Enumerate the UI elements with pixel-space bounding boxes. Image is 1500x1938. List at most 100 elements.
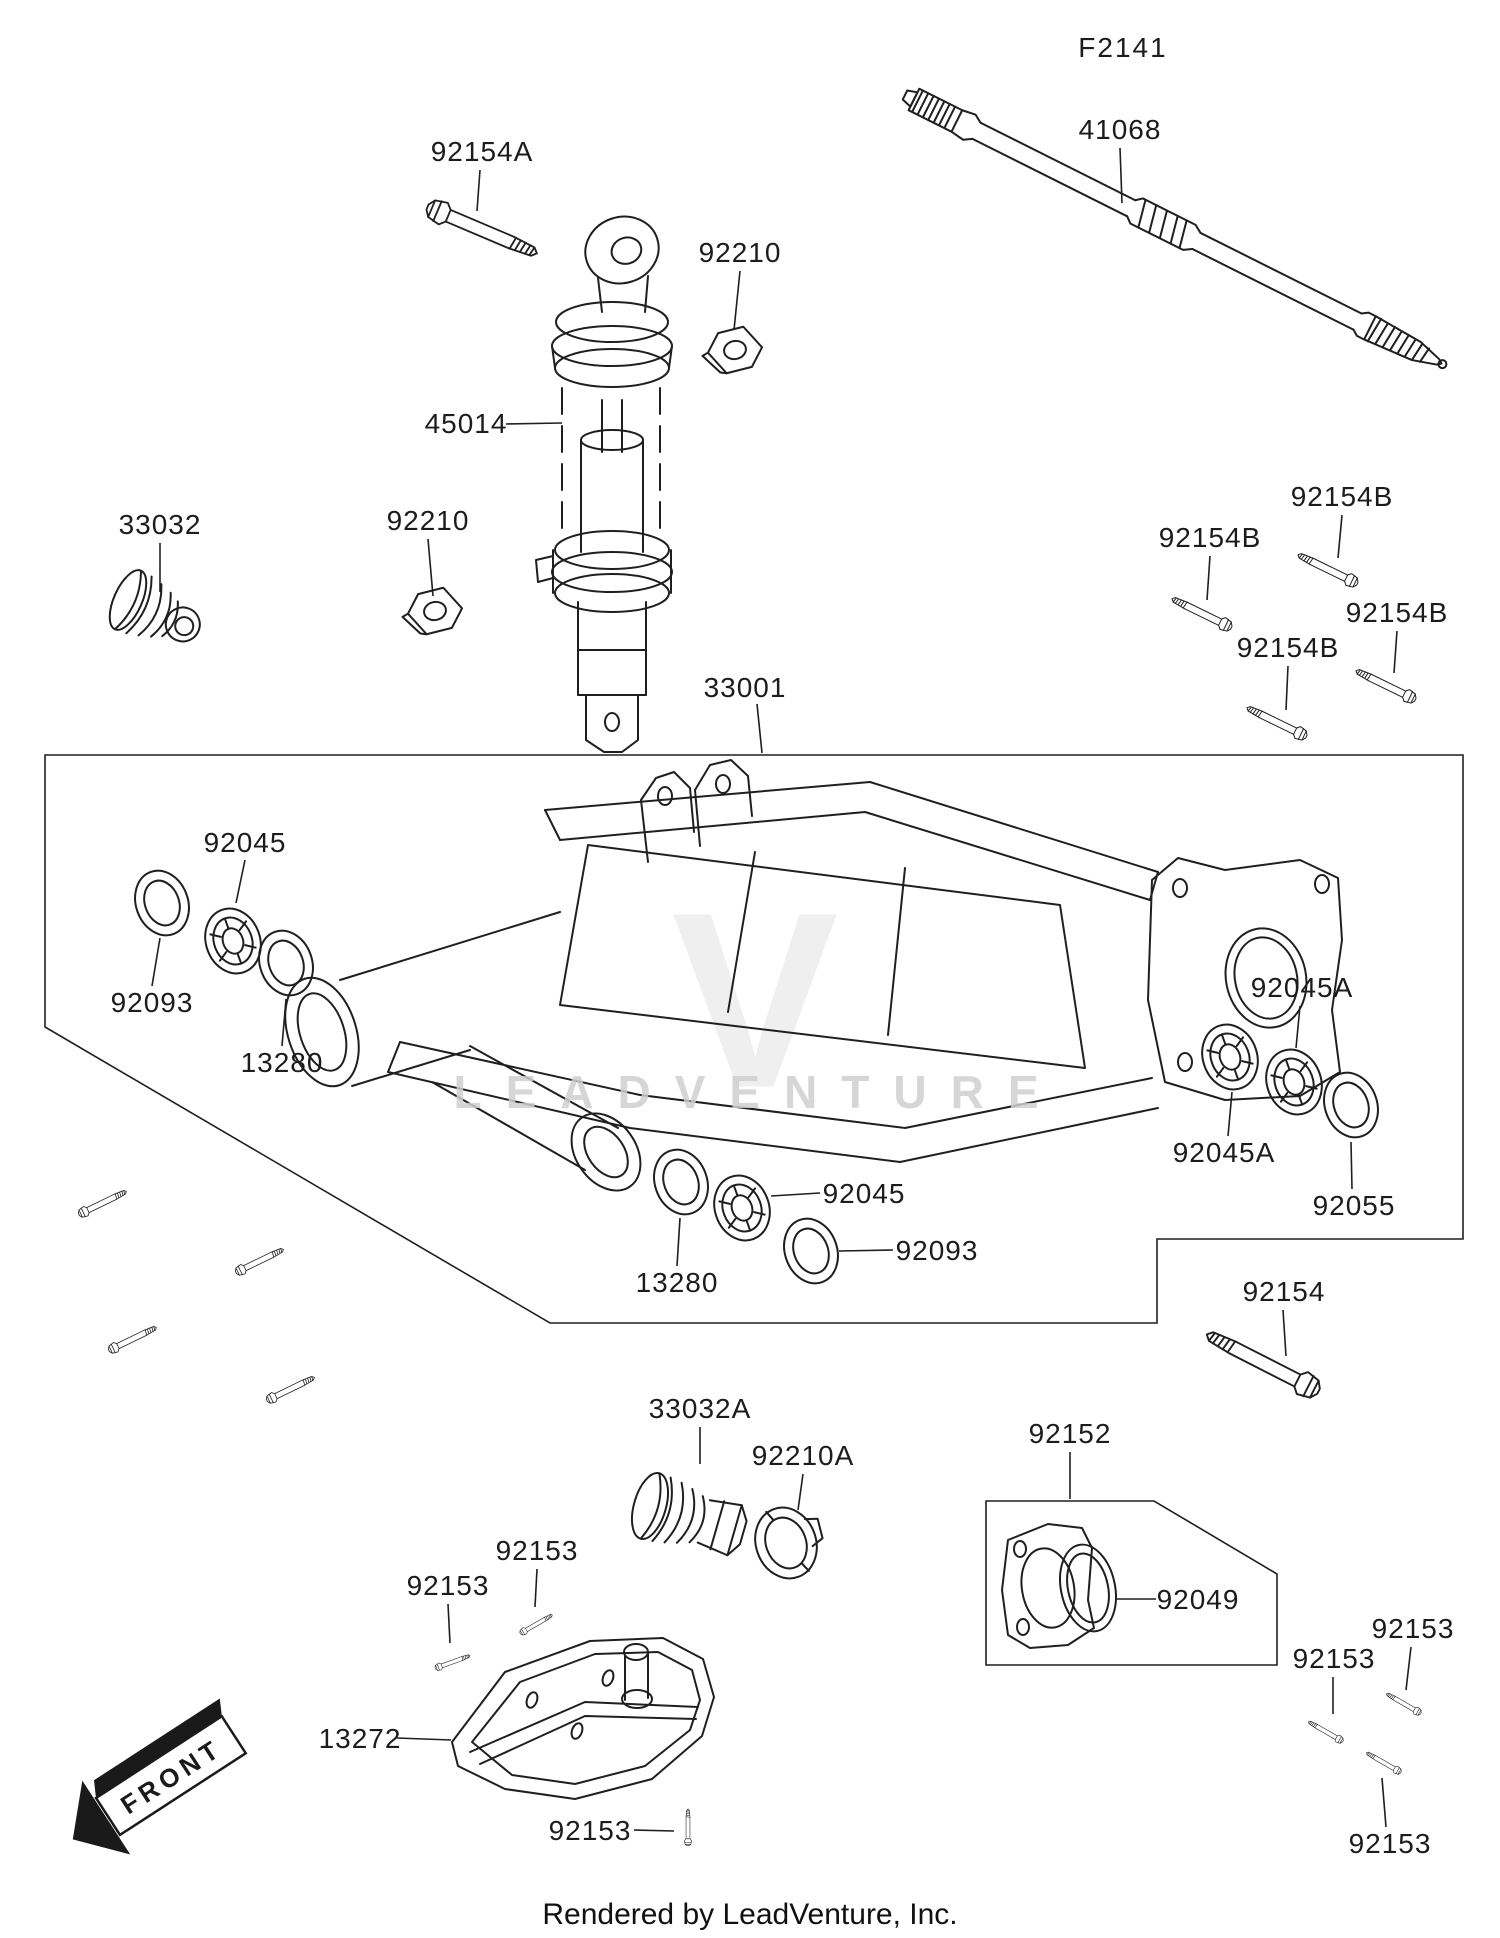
ring-13280-upper-drawing: [249, 922, 323, 1004]
part-label-13272-25: 13272: [318, 1723, 402, 1754]
screw-5-drawing: [1384, 1689, 1424, 1718]
part-label-33032a-21: 33032A: [648, 1393, 752, 1424]
skid-plate-drawing: [451, 1637, 715, 1800]
part-label-92045-11: 92045: [203, 827, 287, 858]
screw-1-drawing: [518, 1611, 555, 1637]
leader-line-13280-19: [676, 1217, 681, 1267]
leader-line-92210a-22: [797, 1473, 804, 1511]
leader-line-92154a-1: [476, 169, 481, 212]
part-label-92049-28: 92049: [1156, 1584, 1240, 1615]
part-label-92154a-1: 92154A: [430, 136, 534, 167]
bolt-b3-drawing: [1352, 664, 1419, 706]
footer-credit: Rendered by LeadVenture, Inc.: [542, 1898, 958, 1931]
leader-line-92045-17: [770, 1192, 821, 1197]
part-label-92154b-8: 92154B: [1345, 597, 1449, 628]
bolt-b5-drawing: [76, 1186, 130, 1220]
leader-line-92093-12: [151, 937, 161, 987]
axle-holder-drawing: [1001, 1523, 1117, 1649]
leader-line-92210-2: [733, 270, 741, 331]
part-label-45014-3: 45014: [424, 408, 508, 439]
bearing-92045-upper-drawing: [195, 899, 271, 983]
part-label-92154b-6: 92154B: [1290, 481, 1394, 512]
leader-line-41068-0: [1119, 147, 1123, 204]
swingarm-drawing: [284, 759, 1343, 1192]
part-label-92153-23: 92153: [495, 1535, 579, 1566]
part-label-13280-13: 13280: [240, 1047, 324, 1078]
leader-line-92154-20: [1282, 1309, 1287, 1357]
screw-3-drawing: [684, 1808, 692, 1847]
leader-line-92045a-15: [1227, 1091, 1233, 1137]
swingarm-group-box: [44, 754, 1464, 1324]
bolt-b2-drawing: [1168, 592, 1235, 634]
shock-nut-top-drawing: [697, 322, 767, 379]
leader-line-13272-25: [396, 1737, 452, 1741]
seal-92093-upper-drawing: [125, 862, 199, 944]
bolt-b8-drawing: [264, 1372, 318, 1406]
leadventure-logo-watermark: V: [671, 860, 839, 1140]
part-label-92093-18: 92093: [895, 1235, 979, 1266]
ring-92055-drawing: [1314, 1064, 1388, 1146]
part-label-92045a-15: 92045A: [1172, 1137, 1276, 1168]
bolt-b6-drawing: [233, 1244, 287, 1278]
leader-line-92210-5: [427, 538, 434, 597]
part-label-92210a-22: 92210A: [751, 1440, 855, 1471]
swingarm-bolt-drawing: [1200, 1322, 1326, 1404]
oring-92049-drawing: [1059, 1543, 1117, 1633]
part-label-92210-5: 92210: [386, 505, 470, 536]
part-label-92153-26: 92153: [548, 1815, 632, 1846]
bearing-92045a-left-drawing: [1192, 1015, 1268, 1099]
leader-line-45014-3: [505, 422, 563, 425]
part-label-13280-19: 13280: [635, 1267, 719, 1298]
screw-2-drawing: [433, 1651, 472, 1672]
part-label-92210-2: 92210: [698, 237, 782, 268]
axle-holder-group-box: [985, 1500, 1278, 1666]
locknut-cam-drawing: [754, 1506, 824, 1580]
leader-line-92153-31: [1381, 1777, 1387, 1828]
leadventure-text-watermark: LEADVENTURE: [453, 1066, 1063, 1118]
bearing-92045-lower-drawing: [704, 1166, 780, 1250]
leader-line-92154b-6: [1337, 514, 1343, 559]
part-label-33032-4: 33032: [118, 509, 202, 540]
shock-absorber-drawing: [535, 215, 673, 753]
part-label-92093-12: 92093: [110, 987, 194, 1018]
part-label-92154b-7: 92154B: [1158, 522, 1262, 553]
leader-line-92045a-14: [1295, 1005, 1301, 1049]
chain-adjuster-a-drawing: [630, 1472, 748, 1557]
part-label-92045a-14: 92045A: [1250, 972, 1354, 1003]
part-label-92154b-9: 92154B: [1236, 632, 1340, 663]
part-label-92153-24: 92153: [406, 1570, 490, 1601]
leader-line-92154b-7: [1206, 555, 1211, 601]
part-label-92055-16: 92055: [1312, 1190, 1396, 1221]
leader-line-92153-26: [633, 1829, 675, 1832]
bolt-b1-drawing: [1294, 548, 1361, 590]
leader-line-92055-16: [1350, 1141, 1353, 1190]
bolt-b4-drawing: [1243, 701, 1310, 743]
part-label-33001-10: 33001: [703, 672, 787, 703]
leader-line-92153-23: [534, 1568, 538, 1608]
bearing-92045a-right-drawing: [1256, 1040, 1332, 1124]
bolt-b7-drawing: [106, 1322, 160, 1356]
leader-lines: [151, 147, 1412, 1832]
leader-line-92153-24: [447, 1603, 451, 1644]
leader-line-92154b-9: [1285, 665, 1289, 711]
seal-92093-lower-drawing: [774, 1210, 848, 1292]
part-label-92154-20: 92154: [1242, 1276, 1326, 1307]
pivot-bolt-a-drawing: [422, 195, 543, 266]
leader-line-92093-18: [838, 1249, 894, 1252]
part-label-92045-17: 92045: [822, 1178, 906, 1209]
leader-line-92153-30: [1405, 1646, 1412, 1691]
screw-6-drawing: [1364, 1748, 1404, 1777]
leader-line-92154b-8: [1393, 630, 1398, 674]
ring-13280-lower-drawing: [644, 1141, 718, 1223]
figure-code: F2141: [1078, 32, 1168, 63]
part-label-92153-31: 92153: [1348, 1828, 1432, 1859]
part-label-41068-0: 41068: [1078, 114, 1162, 145]
leader-line-33001-10: [756, 703, 763, 754]
leader-line-92045-11: [235, 859, 246, 904]
screw-4-drawing: [1306, 1717, 1346, 1746]
part-label-92153-29: 92153: [1292, 1643, 1376, 1674]
part-label-92152-27: 92152: [1028, 1418, 1112, 1449]
front-direction-arrow: FRONT: [72, 1698, 248, 1855]
